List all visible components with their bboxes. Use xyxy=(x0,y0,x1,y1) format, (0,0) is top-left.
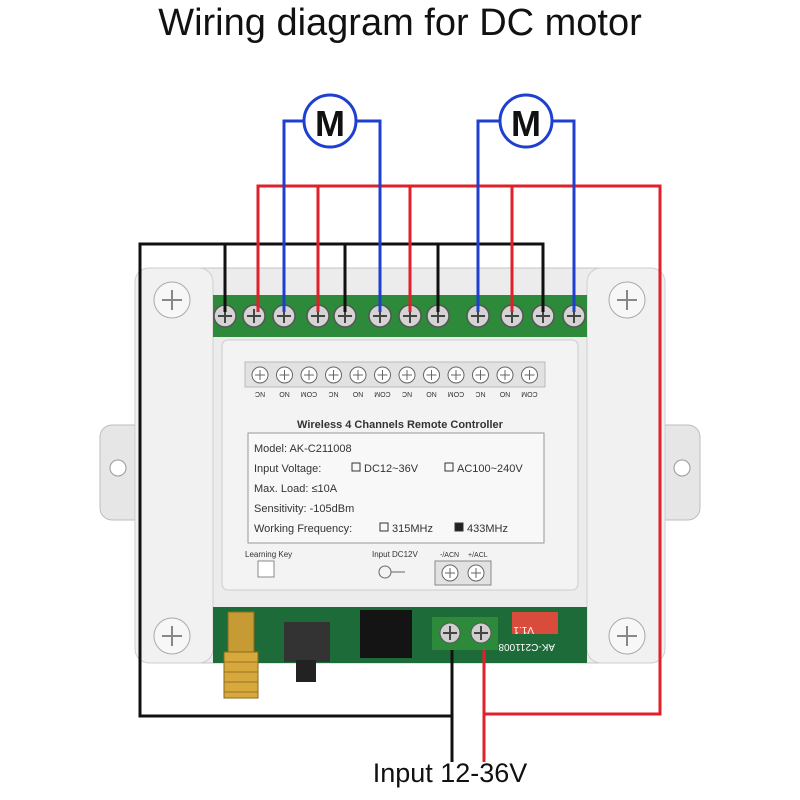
checkbox-ac xyxy=(444,462,454,472)
panel-input-voltage-label: Input Voltage: xyxy=(254,463,321,475)
motor-1: M xyxy=(302,93,358,149)
power-screw-pos xyxy=(470,622,492,644)
learning-switch xyxy=(284,622,330,682)
power-terminal-block xyxy=(432,617,498,650)
wire-blue-motor-2 xyxy=(476,119,576,312)
mini-screw-7 xyxy=(398,366,416,384)
motor-1-label: M xyxy=(315,103,345,144)
mini-screw-10 xyxy=(472,366,489,384)
terminal-label-4: NC xyxy=(328,390,338,397)
terminal-label-5: NO xyxy=(352,390,363,397)
learning-key-button xyxy=(257,560,275,578)
screw-hole-bl xyxy=(153,617,191,655)
wire-red-taps xyxy=(316,186,514,312)
terminal-label-1: NC xyxy=(255,390,265,397)
terminal-label-3: COM xyxy=(301,390,318,397)
panel-heading: Wireless 4 Channels Remote Controller xyxy=(297,419,504,431)
screw-hole-br xyxy=(608,617,646,655)
wire-black-taps xyxy=(223,244,545,312)
mini-screw-5 xyxy=(349,366,367,384)
pcb-version: V1.1 xyxy=(513,624,534,635)
mini-screw-2 xyxy=(276,366,293,384)
terminal-label-12: COM xyxy=(521,390,538,397)
mini-power-screw-1 xyxy=(441,564,459,582)
panel-freq-label: Working Frequency: xyxy=(254,523,352,535)
screw-hole-tr xyxy=(608,281,646,319)
panel-acn: -/ACN xyxy=(440,552,459,559)
antenna-connector xyxy=(223,611,259,699)
screw-hole-tl xyxy=(153,281,191,319)
mini-screw-9 xyxy=(447,366,465,384)
checkbox-315 xyxy=(379,522,389,532)
terminal-label-2: NO xyxy=(279,390,290,397)
wire-blue-motor-1 xyxy=(282,119,382,312)
terminal-label-6: COM xyxy=(374,390,391,397)
panel-sensitivity: Sensitivity: -105dBm xyxy=(254,503,354,515)
mini-screw-1 xyxy=(251,366,269,384)
pcb-code: AK-C211008 xyxy=(498,641,555,652)
terminal-screw-2 xyxy=(242,304,266,328)
terminal-label-10: NC xyxy=(475,390,485,397)
terminal-label-7: NC xyxy=(402,390,412,397)
panel-acl: +/ACL xyxy=(468,552,488,559)
mini-screw-8 xyxy=(423,366,440,384)
output-terminal-block xyxy=(213,295,587,337)
dc-jack-icon xyxy=(378,565,405,579)
mini-screw-11 xyxy=(496,366,514,384)
power-screw-neg xyxy=(439,622,461,644)
panel-opt-ac: AC100~240V xyxy=(457,463,523,475)
mini-power-screw-2 xyxy=(467,564,485,582)
label-panel: NC NO COM NC NO COM NC NO COM NC NO COM Wireless 4 … xyxy=(244,361,546,586)
motor-2-label: M xyxy=(511,103,541,144)
checkbox-433 xyxy=(454,522,464,532)
input-voltage-caption: Input 12-36V xyxy=(372,758,528,788)
panel-opt-dc: DC12~36V xyxy=(364,463,419,475)
checkbox-dc xyxy=(351,462,361,472)
panel-input-dc: Input DC12V xyxy=(372,550,418,559)
motor-2: M xyxy=(498,93,554,149)
panel-max-load: Max. Load: ≤10A xyxy=(254,483,338,495)
mini-screw-6 xyxy=(374,366,391,384)
mini-screw-3 xyxy=(300,366,318,384)
panel-learning-key: Learning Key xyxy=(245,550,292,559)
mini-screw-4 xyxy=(325,366,342,384)
terminal-label-8: NO xyxy=(426,390,437,397)
panel-opt-433: 433MHz xyxy=(467,523,508,535)
panel-opt-315: 315MHz xyxy=(392,523,433,535)
wire-red-frame xyxy=(256,184,662,716)
panel-model: Model: AK-C211008 xyxy=(254,443,352,455)
diagram-title: Wiring diagram for DC motor xyxy=(158,2,642,44)
terminal-label-11: NO xyxy=(499,390,510,397)
terminal-label-9: COM xyxy=(448,390,465,397)
mini-screw-12 xyxy=(521,366,538,384)
